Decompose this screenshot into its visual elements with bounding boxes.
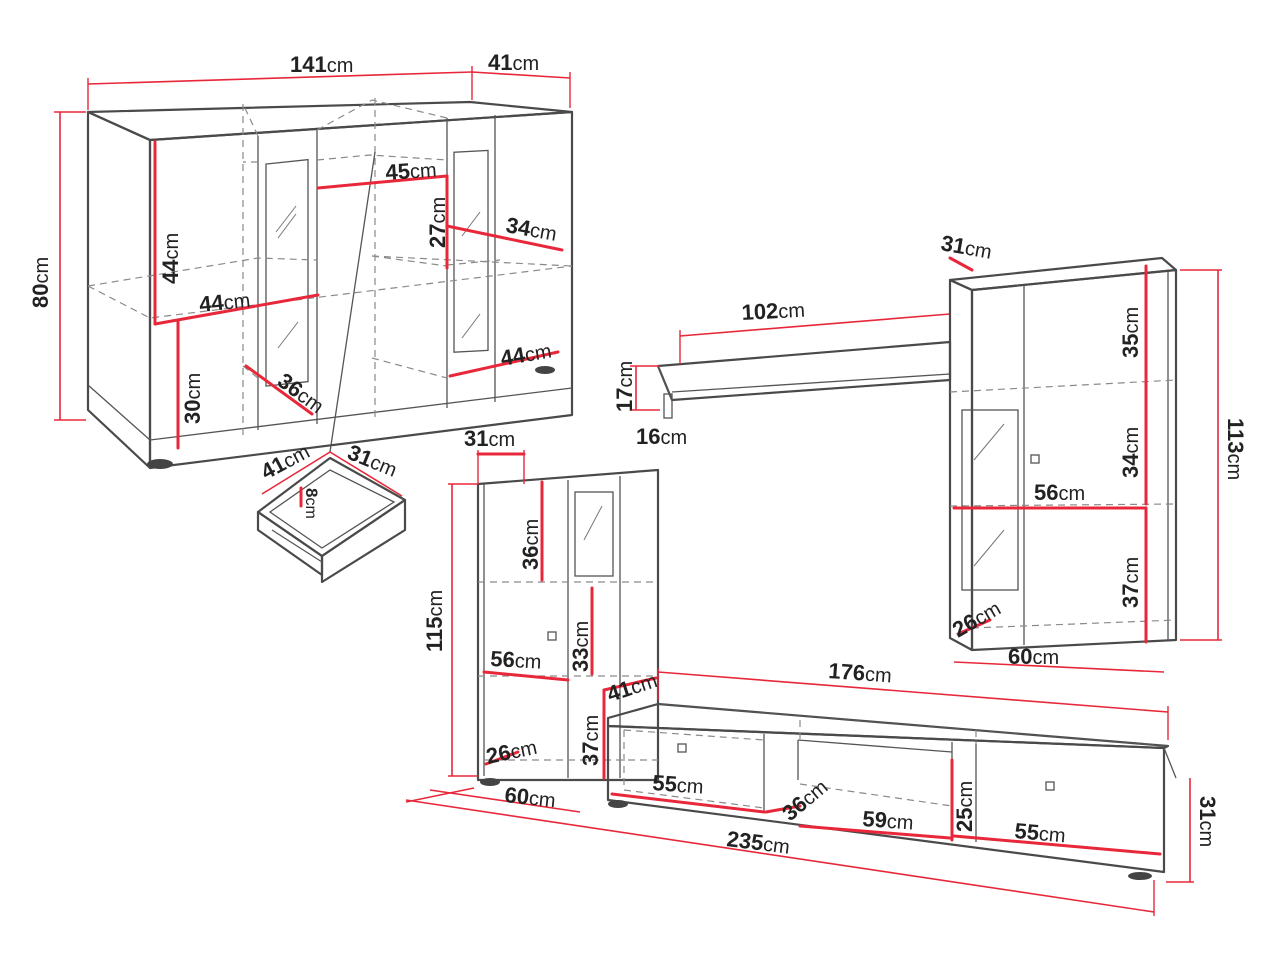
sideboard-right-glass [453, 149, 489, 353]
label-left-cabinet-width: 60cm [503, 782, 556, 812]
label-drawer-depth: 31cm [344, 439, 401, 481]
sideboard-foot-left [147, 459, 173, 469]
label-left-cabinet-depth: 31cm [464, 426, 515, 451]
label-sideboard-right-width: 44cm [499, 337, 554, 371]
label-left-cabinet-shelf: 26cm [484, 734, 539, 769]
sideboard-side [86, 110, 152, 470]
label-right-cabinet-top: 35cm [1118, 307, 1143, 358]
wall-shelf [630, 313, 952, 419]
label-left-cabinet-top: 36cm [518, 519, 543, 570]
label-left-cabinet-low: 37cm [578, 715, 603, 766]
label-sideboard-door-height: 44cm [158, 233, 183, 284]
label-tv-stand-mid-width: 59cm [862, 806, 915, 835]
label-tv-stand-right: 55cm [1014, 818, 1067, 847]
label-right-cabinet-inner: 56cm [1034, 480, 1085, 505]
label-total-width: 235cm [725, 826, 791, 859]
sideboard-foot-right [535, 366, 555, 374]
label-sideboard-shelf-width: 45cm [385, 156, 438, 185]
label-sideboard-depth: 41cm [488, 50, 539, 75]
drawer [256, 451, 407, 584]
tv-stand-top [606, 702, 1170, 750]
label-left-cabinet-tv-depth: 41cm [604, 667, 660, 707]
label-shelf-height: 17cm [612, 361, 637, 412]
label-sideboard-shelf-height: 27cm [425, 197, 450, 248]
label-left-cabinet-inner: 56cm [490, 646, 542, 674]
label-tv-stand-width: 176cm [828, 658, 893, 687]
label-right-cabinet-low: 37cm [1118, 557, 1143, 608]
label-tv-stand-mid-height: 25cm [952, 781, 977, 832]
label-right-cabinet-width: 60cm [1008, 644, 1059, 669]
label-shelf-depth: 16cm [636, 424, 687, 449]
label-drawer-height: 8cm [302, 488, 321, 519]
sideboard [54, 66, 574, 470]
left-cabinet-front [476, 468, 660, 782]
label-shelf-width: 102cm [741, 297, 806, 325]
tv-stand-front [606, 724, 1166, 874]
right-cabinet [948, 256, 1222, 673]
label-right-cabinet-mid: 34cm [1118, 427, 1143, 478]
label-right-cabinet-height: 113cm [1223, 418, 1248, 480]
label-sideboard-height: 80cm [28, 257, 53, 308]
label-right-cabinet-shelf: 26cm [948, 595, 1005, 642]
label-left-cabinet-height: 115cm [422, 590, 447, 652]
wall-shelf-body [656, 340, 952, 402]
sideboard-left-glass [265, 158, 309, 387]
tv-stand [405, 668, 1194, 916]
label-sideboard-lower-height: 30cm [180, 373, 205, 424]
left-cabinet [405, 450, 660, 813]
label-sideboard-shelf-depth: 34cm [504, 212, 559, 246]
label-sideboard-lower-depth: 36cm [273, 368, 329, 418]
label-tv-stand-height: 31cm [1195, 796, 1220, 847]
dimension-labels: 141cm 41cm 80cm 45cm 27cm 34cm 44cm 44cm… [28, 50, 1248, 859]
label-right-cabinet-depth: 31cm [939, 230, 994, 264]
label-sideboard-left-width: 44cm [198, 287, 251, 317]
label-tv-stand-left: 55cm [652, 770, 705, 799]
label-sideboard-width: 141cm [290, 52, 353, 77]
sideboard-top [86, 100, 574, 142]
label-left-cabinet-mid: 33cm [568, 621, 593, 672]
label-tv-stand-mid-depth: 36cm [777, 774, 832, 826]
